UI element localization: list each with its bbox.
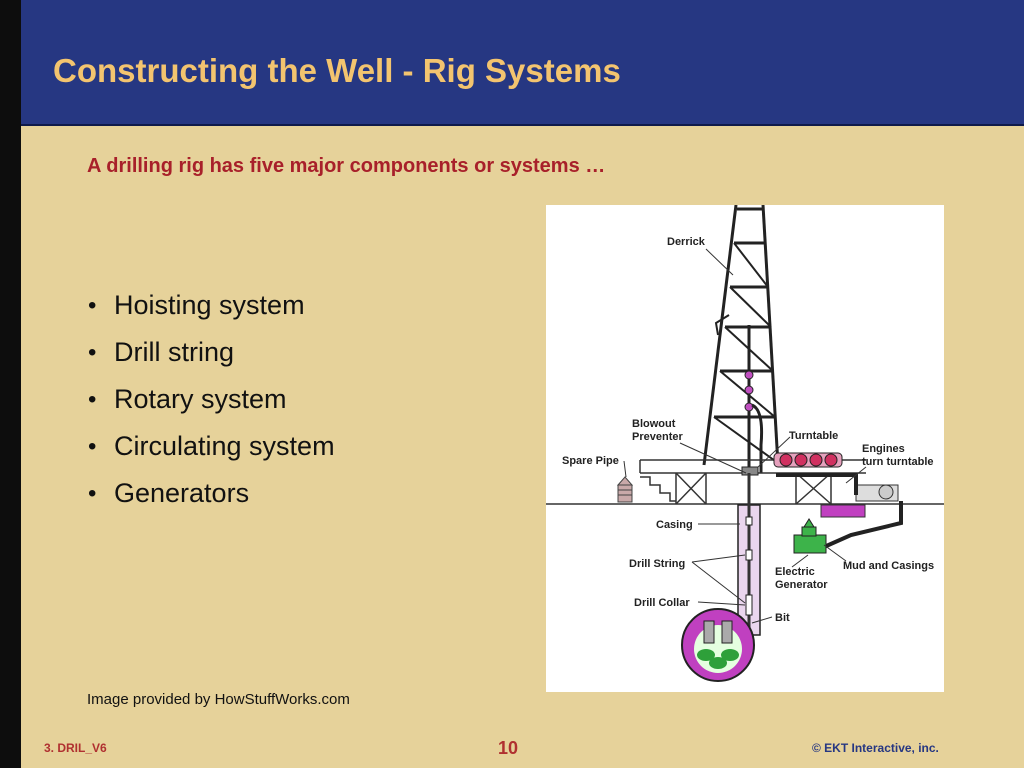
bit-label: Bit <box>775 612 790 624</box>
slide-title: Constructing the Well - Rig Systems <box>53 52 621 89</box>
bullet-list: • Hoisting system • Drill string • Rotary s… <box>88 282 335 517</box>
bullet-icon: • <box>88 338 97 366</box>
bullet-icon: • <box>88 432 97 460</box>
bullet-text: Rotary system <box>114 384 287 414</box>
electric-label-line1: Electric <box>775 566 815 578</box>
spare-pipe-rack <box>616 476 634 503</box>
footer-page-number: 10 <box>498 738 519 758</box>
bullet-icon: • <box>88 291 97 319</box>
drill-string-label: Drill String <box>629 558 685 570</box>
casing-label: Casing <box>656 519 693 531</box>
footer-deck-id: 3. DRIL_V6 <box>44 741 107 755</box>
bullet-item: • Generators <box>88 470 335 517</box>
mud-pit <box>820 504 866 518</box>
mud-hose <box>751 403 764 473</box>
drill-bit-closeup <box>681 608 755 682</box>
label-leaders <box>623 248 867 624</box>
engines-label-line1: Engines <box>862 443 905 455</box>
bullet-item: • Circulating system <box>88 423 335 470</box>
mud-casings-label: Mud and Casings <box>843 560 934 572</box>
blowout-label-line2: Preventer <box>632 431 683 443</box>
drill-collar-label: Drill Collar <box>634 597 690 609</box>
pipe-joint <box>745 516 753 526</box>
blowout-label-line1: Blowout <box>632 418 676 430</box>
mud-pump <box>855 484 899 502</box>
engines-label-line2: turn turntable <box>862 456 934 468</box>
turntable-label: Turntable <box>789 430 838 442</box>
title-band: Constructing the Well - Rig Systems <box>21 0 1024 126</box>
spare-pipe-label: Spare Pipe <box>562 455 619 467</box>
image-credit: Image provided by HowStuffWorks.com <box>87 691 350 708</box>
footer-copyright: © EKT Interactive, inc. <box>812 741 939 755</box>
bullet-item: • Rotary system <box>88 376 335 423</box>
bullet-text: Drill string <box>114 337 235 367</box>
bullet-text: Hoisting system <box>114 290 305 320</box>
drill-collar-shape <box>745 594 753 616</box>
electric-label-line2: Generator <box>775 579 828 591</box>
drilling-rig-illustration: Derrick Blowout Preventer Turntable Engi… <box>546 205 944 682</box>
mud-line-upper <box>776 473 858 495</box>
pipe-joint <box>745 549 753 561</box>
bullet-icon: • <box>88 479 97 507</box>
derrick-label: Derrick <box>667 236 706 248</box>
drilling-rig-diagram: Derrick Blowout Preventer Turntable Engi… <box>546 205 944 692</box>
derrick-tower <box>702 205 780 466</box>
mud-line-lower <box>823 501 903 549</box>
bullet-item: • Drill string <box>88 329 335 376</box>
engines-group <box>773 452 843 468</box>
bullet-item: • Hoisting system <box>88 282 335 329</box>
bullet-text: Generators <box>114 478 250 508</box>
slide-subtitle: A drilling rig has five major components… <box>87 155 606 177</box>
traveling-block <box>744 370 754 412</box>
bullet-text: Circulating system <box>114 431 335 461</box>
electric-generator <box>793 518 827 554</box>
bullet-icon: • <box>88 385 97 413</box>
left-edge-bar <box>0 0 21 768</box>
